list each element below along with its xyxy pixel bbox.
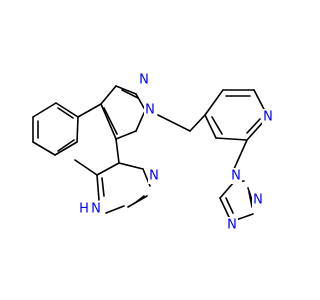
bond-3 (54, 141, 78, 156)
n-pyridine: N (263, 110, 273, 125)
bond-layer (32, 85, 267, 221)
n-methylimidazole-ring-label-bg (148, 168, 160, 184)
bond-32 (219, 197, 230, 218)
bond-13 (135, 112, 145, 132)
bond-7 (57, 139, 75, 152)
nh-methylimidazole-n: N (91, 202, 101, 217)
n-methylimidazole-ring: N (149, 169, 159, 184)
n-pyridine-label-bg (262, 109, 274, 125)
n-triazole-n4-label-bg (226, 217, 238, 233)
n-imidazole1-n1-label-bg (144, 102, 156, 118)
bond-18 (157, 114, 191, 132)
bond-30 (233, 139, 248, 170)
bond-36 (225, 197, 234, 214)
bond-5 (55, 102, 79, 118)
nh-methylimidazole-label-bg (78, 201, 90, 217)
bond-46 (74, 159, 98, 176)
bond-29 (246, 118, 261, 134)
bond-16 (121, 89, 139, 99)
bond-39 (96, 174, 100, 201)
n-imidazole1-top: N (139, 73, 149, 88)
bond-24 (246, 120, 265, 141)
bond-17 (103, 107, 118, 135)
bond-9 (77, 103, 102, 118)
bond-8 (57, 107, 74, 119)
n-triazole-n4: N (227, 218, 237, 233)
bond-31 (219, 181, 235, 199)
bond-21 (204, 89, 224, 116)
bond-14 (115, 130, 137, 140)
bond-11 (115, 85, 137, 95)
n-triazole-n2-label-bg (252, 192, 264, 208)
bond-0 (32, 102, 57, 118)
bond-40 (105, 205, 125, 214)
bond-43 (118, 162, 144, 170)
bond-45 (134, 195, 145, 204)
bond-4 (76, 116, 79, 143)
bond-37 (248, 191, 253, 208)
bond-44 (101, 177, 105, 197)
n-triazole-n1-label-bg (230, 168, 242, 184)
bond-2 (32, 141, 56, 156)
bond-15 (100, 103, 117, 140)
bond-38 (96, 162, 120, 176)
bond-12 (135, 93, 145, 109)
n-triazole-n2: N (253, 193, 263, 208)
n-imidazole1-n1: N (145, 103, 155, 118)
n-triazole-n1: N (231, 169, 241, 184)
bond-26 (204, 114, 217, 139)
bond-33 (235, 213, 254, 221)
bond-19 (189, 114, 206, 132)
bond-10 (100, 85, 117, 105)
bond-28 (211, 116, 223, 135)
bond-20 (115, 138, 120, 164)
nh-methylimidazole: H (79, 202, 89, 217)
n-imidazole1-top-label-bg (138, 72, 150, 88)
bond-25 (215, 137, 248, 141)
